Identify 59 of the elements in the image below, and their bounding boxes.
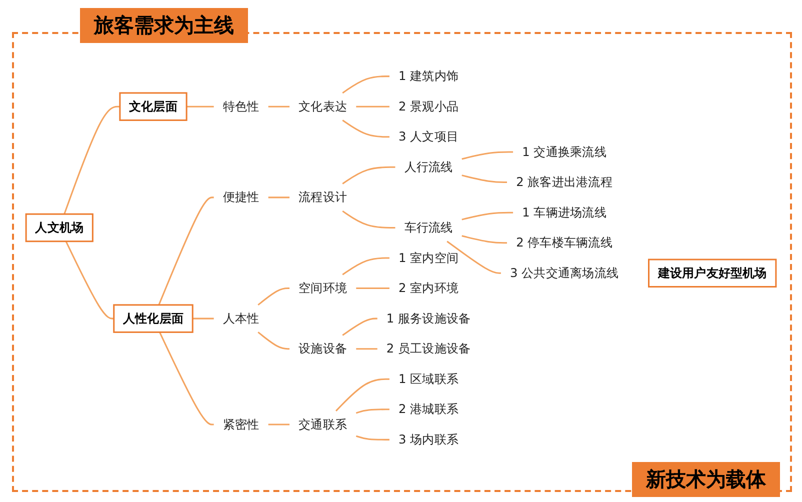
node-text: 2 旅客进出港流程: [516, 174, 612, 190]
node-text: 特色性: [222, 99, 260, 114]
connector: [158, 196, 214, 306]
connector: [335, 378, 390, 412]
node-text: 设施设备: [298, 341, 348, 356]
connector: [462, 235, 507, 244]
node-text: 1 建筑内饰: [398, 68, 459, 84]
connector: [356, 288, 390, 290]
connector: [268, 424, 290, 426]
connector: [158, 332, 214, 426]
connector: [356, 435, 390, 440]
node-text: 2 港城联系: [398, 402, 459, 416]
connector: [65, 241, 114, 320]
connector: [64, 106, 120, 214]
node-text: 1 服务设施设备: [386, 310, 471, 326]
connector: [258, 288, 290, 306]
connector: [342, 120, 390, 138]
node-text: 2 室内环境: [398, 280, 459, 296]
node-text: 空间环境: [298, 280, 348, 296]
node-text: 文化表达: [298, 99, 348, 114]
node-text: 流程设计: [298, 190, 348, 204]
connector: [268, 106, 290, 108]
connector: [268, 196, 290, 198]
node-text: 2 景观小品: [398, 99, 459, 114]
connector: [356, 106, 390, 108]
connector: [356, 408, 390, 414]
node-text: 1 交通换乘流线: [522, 144, 606, 159]
node-text: 车行流线: [404, 220, 453, 235]
node-box: 文化层面: [119, 92, 188, 121]
node-box: 人文机场: [25, 213, 94, 242]
connector: [462, 174, 507, 184]
node-text: 1 车辆进场流线: [522, 205, 606, 220]
node-text: 人本性: [222, 310, 260, 326]
node-text: 2 员工设施设备: [386, 341, 471, 356]
node-text: 3 场内联系: [398, 432, 459, 447]
node-text: 1 区域联系: [398, 372, 459, 386]
connector: [192, 318, 214, 320]
connector: [446, 240, 501, 274]
connector: [258, 332, 290, 350]
connector: [186, 106, 214, 108]
node-text: 交通联系: [298, 416, 348, 432]
connector: [342, 166, 396, 184]
node-text: 1 室内空间: [398, 250, 459, 265]
node-text: 紧密性: [222, 416, 260, 432]
node-text: 便捷性: [222, 190, 260, 204]
connector: [342, 210, 396, 228]
connector: [356, 348, 378, 350]
connector: [342, 76, 390, 94]
node-text: 2 停车楼车辆流线: [516, 235, 612, 250]
node-text: 3 公共交通离场流线: [510, 266, 618, 280]
connector: [342, 318, 378, 336]
banner-label: 新技术为载体: [632, 462, 780, 497]
banner-label: 旅客需求为主线: [80, 8, 248, 43]
node-text: 3 人文项目: [398, 129, 459, 144]
connector: [342, 257, 390, 276]
node-text: 人行流线: [404, 160, 453, 174]
node-box: 人性化层面: [113, 304, 194, 333]
connector: [462, 212, 514, 220]
connector: [462, 151, 514, 160]
